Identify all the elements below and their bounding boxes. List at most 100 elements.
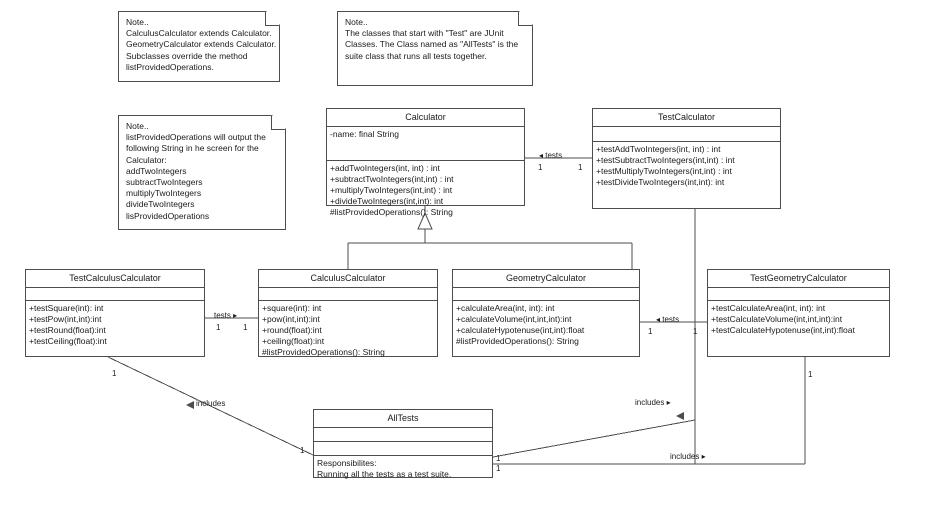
note-line: CalculusCalculator extends Calculator.	[126, 28, 272, 39]
multiplicity-source: 1	[216, 323, 221, 332]
class-test-calculator[interactable]: TestCalculator +testAddTwoIntegers(int, …	[592, 108, 781, 209]
assoc-label-text: tests	[662, 315, 680, 324]
class-attributes	[453, 288, 639, 301]
operation-row: +testCeiling(float):int	[29, 336, 107, 346]
class-attributes	[26, 288, 204, 301]
note-inheritance: Note.. CalculusCalculator extends Calcul…	[118, 11, 280, 82]
note-line: Classes. The Class named as "AllTests" i…	[345, 39, 519, 50]
multiplicity-target: 1	[693, 327, 698, 336]
class-name: CalculusCalculator	[259, 270, 437, 288]
class-operations: +testAddTwoIntegers(int, int) : int +tes…	[593, 142, 780, 190]
multiplicity-source: 1	[496, 454, 501, 463]
line-alltests-diagonal	[492, 419, 696, 458]
multiplicity-source: 1	[648, 327, 653, 336]
operation-row: +addTwoIntegers(int, int) : int	[330, 163, 440, 173]
note-line: suite class that runs all tests together…	[345, 50, 487, 61]
note-line: listProvidedOperations.	[126, 61, 214, 72]
operation-row: +testSquare(int): int	[29, 303, 104, 313]
multiplicity-target: 1	[578, 163, 583, 172]
operation-row: +calculateVolume(int,int,int):int	[456, 314, 572, 324]
includes-arrow-2	[186, 401, 194, 409]
class-calculus-calculator[interactable]: CalculusCalculator +square(int): int +po…	[258, 269, 438, 357]
assoc-label-geometry-tests: ◂ tests	[656, 315, 679, 324]
operation-row: +testDivideTwoIntegers(int,int): int	[596, 177, 725, 187]
class-calculator[interactable]: Calculator -name: final String +addTwoIn…	[326, 108, 525, 217]
note-output: Note.. listProvidedOperations will outpu…	[118, 115, 286, 230]
operation-row: +calculateHypotenuse(int,int):float	[456, 325, 585, 335]
class-test-calculus-calculator[interactable]: TestCalculusCalculator +testSquare(int):…	[25, 269, 205, 357]
operation-row: +testSubtractTwoIntegers(int,int) : int	[596, 155, 735, 165]
note-line: following String in he screen for the	[126, 143, 259, 154]
note-header: Note..	[126, 121, 149, 131]
class-attributes	[314, 428, 492, 442]
class-all-tests[interactable]: AllTests Responsibilites: Running all th…	[313, 409, 493, 479]
class-operations: +testSquare(int): int +testPow(int,int):…	[26, 301, 204, 349]
operation-row: +testCalculateArea(int, int): int	[711, 303, 826, 313]
assoc-label-text: tests	[214, 311, 231, 320]
attribute-row: -name: final String	[330, 129, 399, 139]
note-line: Subclasses override the method	[126, 50, 248, 61]
class-name: TestCalculator	[593, 109, 780, 127]
operation-row: +subtractTwoIntegers(int,int) : int	[330, 174, 454, 184]
note-header: Note..	[126, 17, 149, 27]
note-line: The classes that start with "Test" are J…	[345, 28, 504, 39]
operation-row: #listProvidedOperations(): String	[262, 347, 385, 357]
note-junit: Note.. The classes that start with "Test…	[337, 11, 533, 86]
operation-row: +testRound(float):int	[29, 325, 106, 335]
operation-row: #listProvidedOperations(): String	[330, 207, 453, 217]
operation-row: +testAddTwoIntegers(int, int) : int	[596, 144, 721, 154]
operation-row: +multiplyTwoIntegers(int,int) : int	[330, 185, 453, 195]
note-line: Calculator:	[126, 154, 167, 165]
class-attributes	[259, 288, 437, 301]
operation-row: +testMultiplyTwoIntegers(int,int) : int	[596, 166, 732, 176]
class-operations: +square(int): int +pow(int,int):int +rou…	[259, 301, 437, 360]
assoc-label-text: tests	[545, 151, 563, 160]
class-attributes: -name: final String	[327, 127, 524, 161]
class-operations: +testCalculateArea(int, int): int +testC…	[708, 301, 889, 338]
operation-row: +divideTwoIntegers(int,int): int	[330, 196, 444, 206]
multiplicity-target: 1	[243, 323, 248, 332]
class-name: Calculator	[327, 109, 524, 127]
note-line: GeometryCalculator extends Calculator.	[126, 39, 277, 50]
assoc-arrow-icon: ▸	[233, 311, 238, 320]
operation-row: +testCalculateVolume(int,int,int):int	[711, 314, 843, 324]
note-header: Note..	[345, 17, 368, 27]
class-test-geometry-calculator[interactable]: TestGeometryCalculator +testCalculateAre…	[707, 269, 890, 357]
note-line: addTwoIntegers	[126, 165, 187, 176]
operation-row: +ceiling(float):int	[262, 336, 325, 346]
responsibility-row: Running all the tests as a test suite.	[317, 469, 452, 479]
operation-row: +testPow(int,int):int	[29, 314, 102, 324]
class-responsibilities: Responsibilites: Running all the tests a…	[314, 456, 492, 482]
note-line: multiplyTwoIntegers	[126, 188, 202, 199]
assoc-label-text: includes	[670, 452, 700, 461]
class-name: TestCalculusCalculator	[26, 270, 204, 288]
assoc-label-calculator-tests: ◂ tests	[539, 151, 562, 160]
multiplicity-target: 1	[808, 370, 813, 379]
class-operations	[314, 442, 492, 456]
assoc-arrow-icon: ◂	[656, 315, 661, 324]
operation-row: +pow(int,int):int	[262, 314, 320, 324]
assoc-arrow-icon: ◂	[539, 151, 544, 160]
class-name: GeometryCalculator	[453, 270, 639, 288]
multiplicity-source: 1	[112, 369, 117, 378]
note-line: listProvidedOperations will output the	[126, 132, 266, 143]
assoc-label-includes-testcalculator: includes ▸	[635, 398, 671, 407]
assoc-label-text: includes	[196, 399, 226, 408]
assoc-label-calculus-tests: tests ▸	[214, 311, 237, 320]
assoc-arrow-icon: ▸	[666, 398, 671, 407]
assoc-arrow-icon: ▸	[701, 452, 706, 461]
operation-row: +testCalculateHypotenuse(int,int):float	[711, 325, 855, 335]
operation-row: #listProvidedOperations(): String	[456, 336, 579, 346]
assoc-label-includes-testgeometry: includes ▸	[670, 452, 706, 461]
assoc-label-text: includes	[635, 398, 665, 407]
multiplicity-target: 1	[300, 446, 305, 455]
operation-row: +calculateArea(int, int): int	[456, 303, 555, 313]
class-geometry-calculator[interactable]: GeometryCalculator +calculateArea(int, i…	[452, 269, 640, 357]
note-line: lisProvidedOperations	[126, 210, 210, 221]
operation-row: +round(float):int	[262, 325, 322, 335]
responsibility-row: Responsibilites:	[317, 458, 377, 468]
class-operations: +addTwoIntegers(int, int) : int +subtrac…	[327, 161, 524, 220]
class-attributes	[708, 288, 889, 301]
note-line: divideTwoIntegers	[126, 199, 195, 210]
